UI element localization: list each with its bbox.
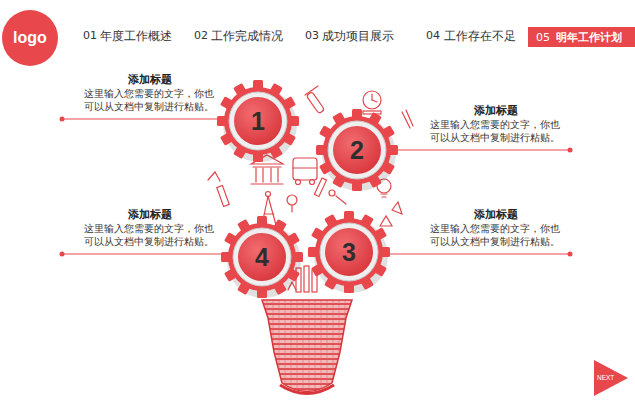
logo-node: logo: [2, 10, 58, 66]
block-body: 这里输入您需要的文字，你也可以从文档中复制进行粘贴。: [84, 222, 216, 248]
tab-title: 明年工作计划: [556, 30, 622, 45]
gear-number: 2: [315, 108, 399, 192]
nav-item: 工作存在不足: [444, 28, 516, 44]
gear-number: 3: [307, 210, 391, 294]
connector-line: [62, 119, 222, 120]
text-block: 添加标题这里输入您需要的文字，你也可以从文档中复制进行粘贴。: [62, 205, 218, 254]
block-heading: 添加标题: [84, 72, 216, 87]
gear-node: 2: [315, 108, 399, 192]
connector-line: [385, 254, 570, 255]
connector-dot: [60, 117, 65, 122]
nav-number: 03: [305, 28, 319, 44]
bulb-base: [262, 300, 352, 394]
connector-dot: [568, 148, 573, 153]
connector-line: [393, 150, 570, 151]
gear-number: 4: [220, 215, 304, 299]
block-body: 这里输入您需要的文字，你也可以从文档中复制进行粘贴。: [84, 87, 216, 113]
next-text: NEXT: [597, 374, 614, 382]
block-body: 这里输入您需要的文字，你也可以从文档中复制进行粘贴。: [430, 118, 562, 144]
connector-dot: [60, 252, 65, 257]
text-block: 添加标题这里输入您需要的文字，你也可以从文档中复制进行粘贴。: [398, 101, 570, 150]
nav-number: 01: [83, 28, 97, 44]
connector-line: [62, 254, 226, 255]
logo-text: logo: [13, 29, 47, 47]
gear-node: 4: [220, 215, 304, 299]
nav-number: 02: [194, 28, 208, 44]
text-block: 添加标题这里输入您需要的文字，你也可以从文档中复制进行粘贴。: [62, 70, 218, 119]
gear-node: 3: [307, 210, 391, 294]
nav-item: 成功项目展示: [322, 28, 394, 44]
block-heading: 添加标题: [430, 103, 562, 118]
nav-item: 年度工作概述: [100, 28, 172, 44]
block-body: 这里输入您需要的文字，你也可以从文档中复制进行粘贴。: [430, 222, 562, 248]
gear-number: 1: [216, 79, 300, 163]
nav-item: 工作完成情况: [211, 28, 283, 44]
leader-connector: [393, 148, 573, 153]
text-block: 添加标题这里输入您需要的文字，你也可以从文档中复制进行粘贴。: [390, 205, 570, 254]
doodle-icons: [208, 86, 413, 292]
leader-connector: [60, 117, 223, 122]
connector-dot: [568, 252, 573, 257]
tab-number: 05: [536, 31, 550, 44]
block-heading: 添加标题: [84, 207, 216, 222]
leader-connector: [60, 252, 227, 257]
leader-connector: [385, 252, 573, 257]
block-heading: 添加标题: [430, 207, 562, 222]
next-node: NEXT: [592, 360, 628, 396]
nav-number: 04: [426, 28, 440, 44]
tab-node: 05 明年工作计划: [528, 27, 635, 47]
gear-node: 1: [216, 79, 300, 163]
